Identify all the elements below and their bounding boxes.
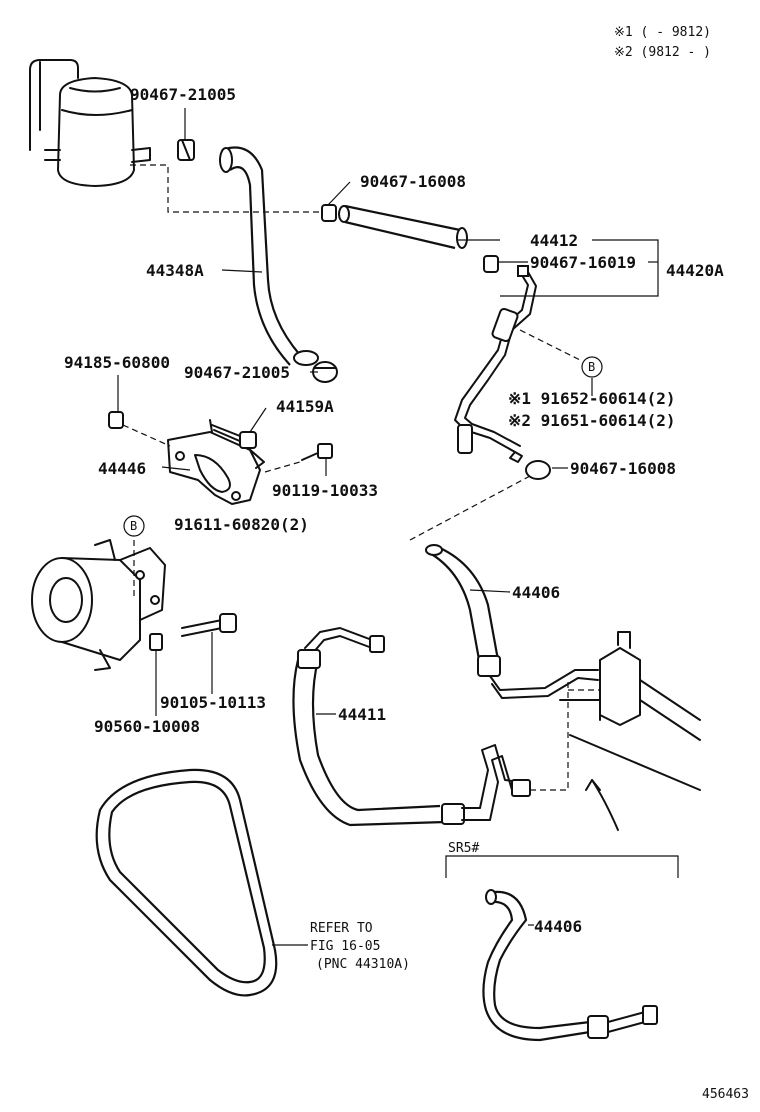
bolt-90119-drawing [264, 443, 333, 473]
bracket-44446-drawing [167, 419, 261, 505]
part-label-90119-10033: 90119-10033 [272, 481, 378, 500]
part-label-44159a: 44159A [276, 397, 334, 416]
drive-belt-drawing [95, 768, 278, 997]
refer-line-1: REFER TO [310, 921, 373, 936]
part-label-90467-16008-top: 90467-16008 [360, 172, 466, 191]
hose-44412-drawing [338, 204, 468, 250]
screw-44159a-drawing [211, 424, 265, 469]
return-tube-drawing [454, 265, 537, 463]
hose-clamp-lower [312, 361, 338, 383]
part-label-91651-60614: ※2 91651-60614(2) [508, 411, 676, 430]
part-label-44412: 44412 [530, 231, 578, 250]
part-label-44420a: 44420A [666, 261, 724, 280]
variant-label-sr5: SR5# [448, 841, 479, 856]
legend-note-1: ※1 ( - 9812) [614, 25, 711, 40]
marker-b-left: B [123, 515, 145, 537]
part-label-44406-sr5: 44406 [534, 917, 582, 936]
part-label-91652-60614: ※1 91652-60614(2) [508, 389, 676, 408]
refer-line-2: FIG 16-05 [310, 939, 380, 954]
dashed-link-b-right [519, 329, 581, 361]
part-label-90467-21005-top: 90467-21005 [130, 85, 236, 104]
part-label-44411: 44411 [338, 705, 386, 724]
part-label-90467-21005-lower: 90467-21005 [184, 363, 290, 382]
marker-b-right-text: B [588, 360, 595, 374]
hose-44406-sr5-drawing [482, 889, 658, 1042]
power-steering-pump-drawing [31, 539, 166, 671]
part-label-90467-16008-lower: 90467-16008 [570, 459, 676, 478]
part-label-44406-upper: 44406 [512, 583, 560, 602]
part-label-94185-60800: 94185-60800 [64, 353, 170, 372]
bolt-90105-drawing [181, 613, 237, 637]
washer-90560-drawing [149, 633, 163, 651]
hose-clamp-16019 [483, 255, 499, 273]
sr5-section-bracket [445, 855, 679, 878]
part-label-44348a: 44348A [146, 261, 204, 280]
figure-id: 456463 [702, 1087, 749, 1102]
hose-clamp-16008-top [321, 204, 337, 222]
reservoir-tank-drawing [29, 59, 320, 213]
pressure-hose-44411-drawing [292, 627, 569, 827]
dashed-link-upper-mid [409, 475, 531, 541]
part-label-91611-60820: 91611-60820(2) [174, 515, 309, 534]
hose-clamp-16008-lower [525, 460, 551, 480]
hose-44406-upper-drawing [425, 544, 599, 699]
hose-clamp-top [177, 139, 195, 161]
legend-note-2: ※2 (9812 - ) [614, 45, 711, 60]
steering-gear-drawing [559, 631, 701, 831]
refer-line-3: (PNC 44310A) [316, 957, 410, 972]
leader-lines [117, 108, 659, 946]
marker-b-left-text: B [130, 519, 137, 533]
marker-b-right: B [581, 356, 603, 378]
part-label-44446: 44446 [98, 459, 146, 478]
part-label-90560-10008: 90560-10008 [94, 717, 200, 736]
part-label-90467-16019: 90467-16019 [530, 253, 636, 272]
hose-44348a-drawing [219, 146, 319, 366]
nut-94185-drawing [108, 411, 171, 447]
part-label-90105-10113: 90105-10113 [160, 693, 266, 712]
